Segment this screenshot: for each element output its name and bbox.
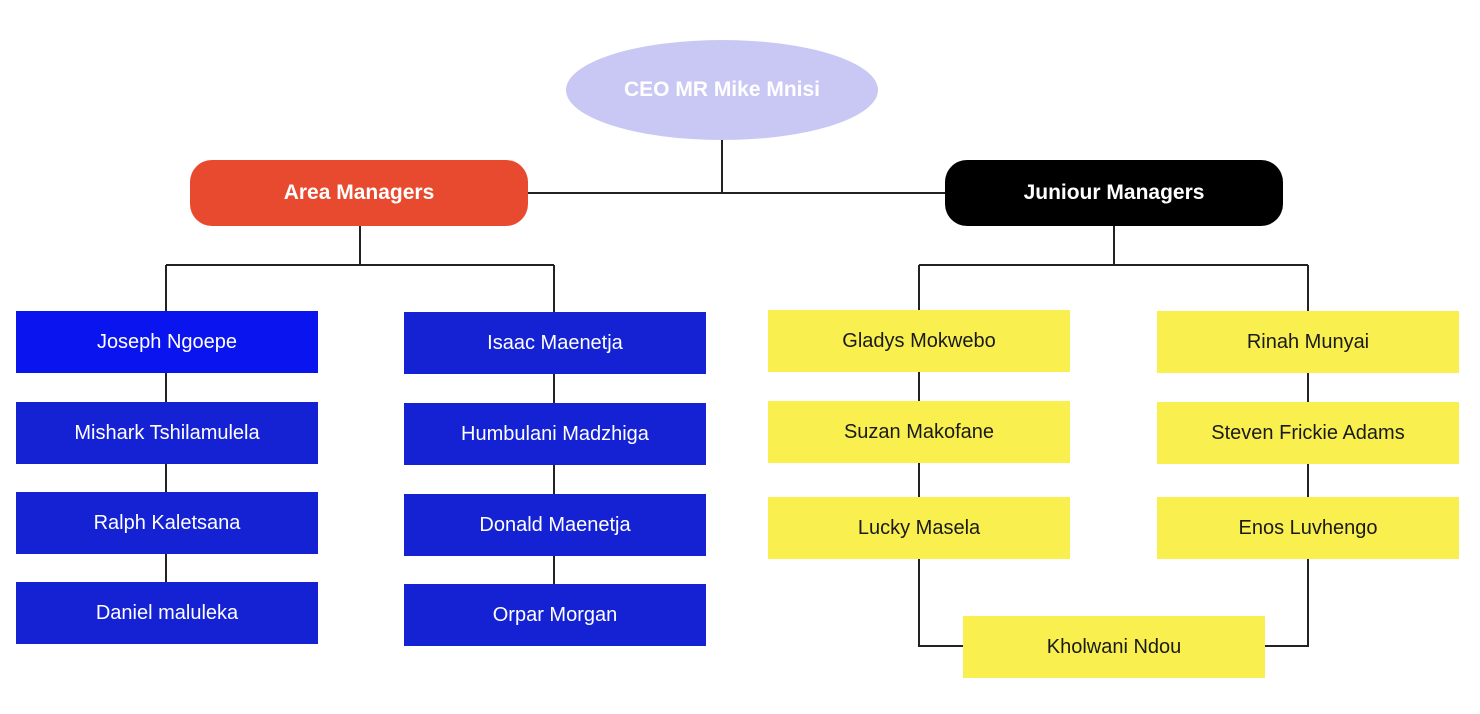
member-name: Ralph Kaletsana <box>93 511 241 534</box>
member-name: Orpar Morgan <box>492 603 618 626</box>
ceo-node: CEO MR Mike Mnisi <box>566 40 878 140</box>
member-name: Steven Frickie Adams <box>1211 421 1405 444</box>
area-managers-label: Area Managers <box>283 181 435 204</box>
member-name: Mishark Tshilamulela <box>74 421 260 444</box>
area-manager-node: Mishark Tshilamulela <box>16 402 318 464</box>
junior-bottom-right-link <box>1265 559 1309 647</box>
member-name: Rinah Munyai <box>1246 330 1370 353</box>
junior-manager-node: Lucky Masela <box>768 497 1070 559</box>
member-name: Kholwani Ndou <box>1046 635 1182 658</box>
area-manager-node: Orpar Morgan <box>404 584 706 646</box>
member-name: Gladys Mokwebo <box>842 329 996 352</box>
junior-managers-label: Juniour Managers <box>1023 181 1205 204</box>
member-name: Joseph Ngoepe <box>96 330 238 353</box>
area-manager-node: Humbulani Madzhiga <box>404 403 706 465</box>
junior-manager-node: Kholwani Ndou <box>963 616 1265 678</box>
junior-manager-node: Steven Frickie Adams <box>1157 402 1459 464</box>
junior-bottom-left-link <box>918 559 963 647</box>
area-manager-node: Daniel maluleka <box>16 582 318 644</box>
member-name: Lucky Masela <box>857 516 981 539</box>
junior-manager-node: Suzan Makofane <box>768 401 1070 463</box>
member-name: Humbulani Madzhiga <box>461 422 649 445</box>
member-name: Enos Luvhengo <box>1238 516 1378 539</box>
member-name: Isaac Maenetja <box>487 331 623 354</box>
area-manager-node: Donald Maenetja <box>404 494 706 556</box>
junior-manager-node: Gladys Mokwebo <box>768 310 1070 372</box>
ceo-label: CEO MR Mike Mnisi <box>623 78 821 101</box>
junior-manager-node: Rinah Munyai <box>1157 311 1459 373</box>
area-manager-node: Ralph Kaletsana <box>16 492 318 554</box>
area-managers-node: Area Managers <box>190 160 528 226</box>
area-manager-node: Joseph Ngoepe <box>16 311 318 373</box>
junior-managers-node: Juniour Managers <box>945 160 1283 226</box>
member-name: Suzan Makofane <box>843 420 995 443</box>
area-manager-node: Isaac Maenetja <box>404 312 706 374</box>
member-name: Daniel maluleka <box>95 601 239 624</box>
member-name: Donald Maenetja <box>479 513 631 536</box>
junior-manager-node: Enos Luvhengo <box>1157 497 1459 559</box>
